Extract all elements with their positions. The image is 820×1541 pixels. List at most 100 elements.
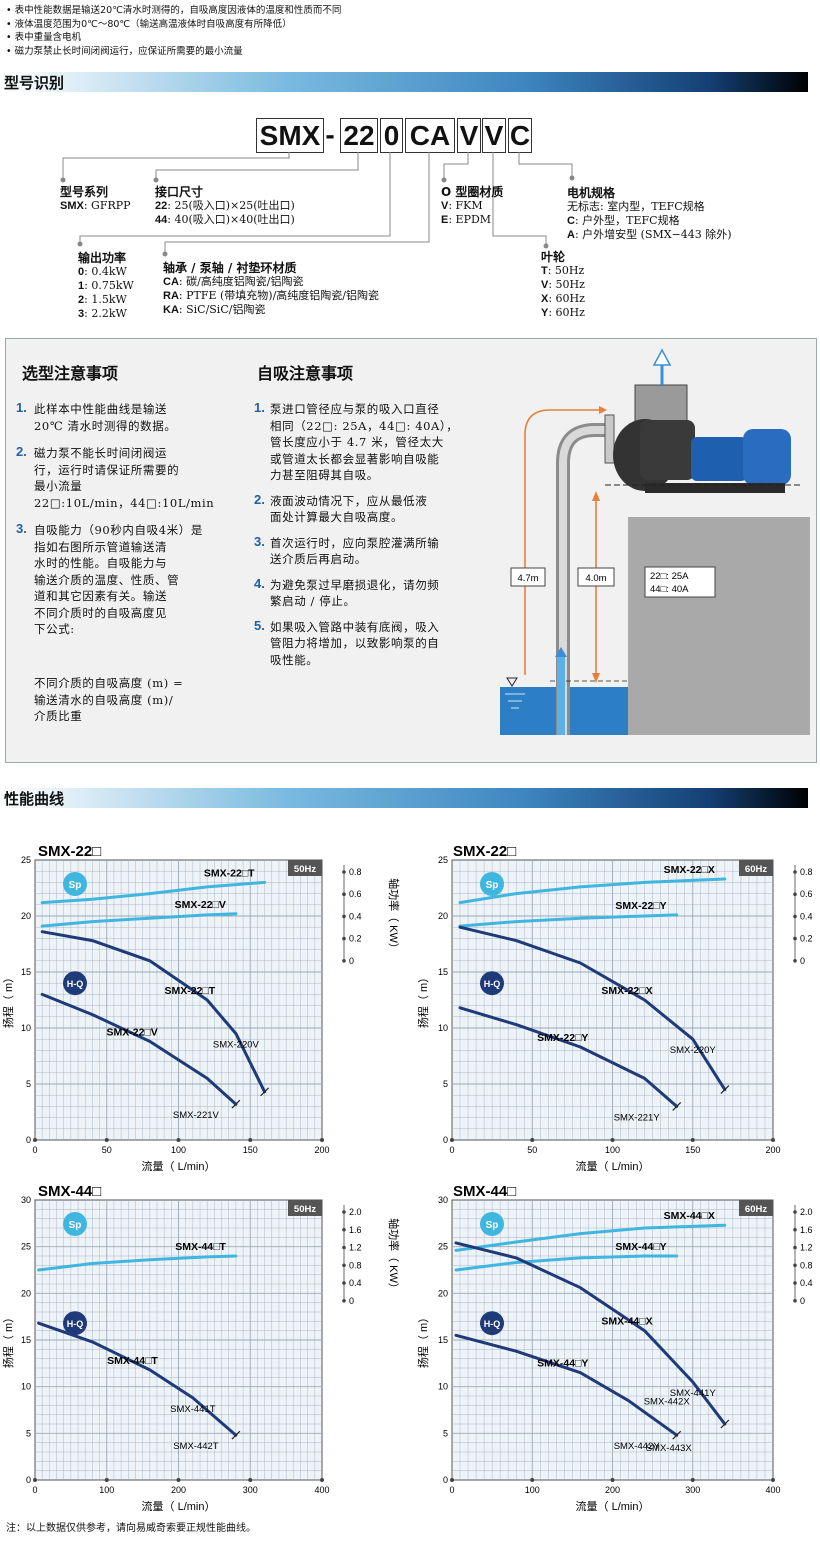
y-tick-label: 15 [438, 967, 448, 977]
water-level-icon [505, 677, 525, 709]
caution-line: 道和其它因素有关。输送 [34, 589, 168, 603]
x-axis-label: 流量（ L/min） [142, 1499, 216, 1513]
curve-annotation: SMX-443X [646, 1443, 693, 1454]
end-tick [720, 1085, 730, 1095]
y2-tick-label: 0 [349, 956, 354, 966]
series-line [458, 1006, 679, 1108]
caution-line: 20℃ 清水时测得的数据。 [34, 418, 177, 433]
y2-tick-label: 2.0 [800, 1207, 813, 1217]
selfpriming-title: 自吸注意事项 [257, 364, 354, 383]
x-tick [33, 1138, 37, 1142]
y-tick-label: 15 [438, 1335, 448, 1345]
y-tick-label: 20 [21, 911, 31, 921]
freq-label: 60Hz [745, 864, 767, 875]
x-tick-label: 300 [243, 1485, 258, 1495]
x-axis-label: 流量（ L/min） [576, 1499, 650, 1513]
label-title: 叶轮 [541, 250, 566, 264]
hq-badge [63, 971, 87, 996]
caution-line: 送介质后再启动。 [270, 552, 367, 566]
y2-tick-label: 1.6 [349, 1225, 362, 1235]
label-title: 电机规格 [567, 186, 616, 200]
y-axis-label: 扬程（ m） [1, 972, 15, 1028]
y2-tick [342, 1227, 346, 1232]
x-tick [771, 1138, 775, 1142]
chart-title: SMX-22□ [453, 843, 516, 860]
x-tick [320, 1138, 324, 1142]
y2-tick [793, 1245, 797, 1250]
x-tick-label: 200 [765, 1145, 780, 1155]
end-tick [260, 1087, 270, 1097]
caution-line: 输送介质的温度、性质、管 [34, 572, 180, 587]
series-label: SMX-22□V [175, 899, 226, 911]
y2-tick-label: 0.4 [800, 911, 813, 921]
series-label: SMX-44□Y [615, 1241, 666, 1253]
x-tick-label: 50 [527, 1145, 537, 1155]
y2-tick [342, 870, 346, 874]
sp-badge [480, 1212, 504, 1236]
x-tick [690, 1478, 695, 1482]
selection-formula: 不同介质的自吸高度 (m) = 输送清水的自吸高度 (m)/ 介质比重 [34, 675, 183, 725]
freq-badge [739, 1200, 773, 1216]
x-tick-label: 200 [314, 1145, 329, 1155]
y2-tick-label: 0.4 [349, 911, 362, 921]
hq-badge [480, 971, 504, 996]
label-title: 型号系列 [60, 185, 109, 199]
item-number: 3. [16, 521, 27, 536]
y-tick-label: 10 [438, 1382, 448, 1392]
label-motor: 电机规格 无标志: 室内型，TEFC规格 C: 户外型，TEFC规格 A: 户外… [567, 186, 732, 241]
y-tick-label: 0 [443, 1475, 448, 1485]
model-part-impeller: V [482, 118, 506, 153]
y2-tick-label: 2.0 [349, 1207, 362, 1217]
y-tick-label: 30 [21, 1195, 31, 1205]
item-number: 1. [254, 400, 265, 415]
caution-line: 为避免泵过早磨损退化，请勿频 [270, 577, 440, 592]
caution-line: 首次运行时，应向泵腔灌满所输 [270, 535, 440, 550]
caution-line: 或管道太长都会显著影响自吸能 [270, 451, 440, 466]
pipe-length-label: 4.7m [517, 573, 538, 584]
size-label: 22□: 25A [650, 571, 689, 582]
series-label: SMX-22□V [107, 1026, 158, 1038]
chart-title: SMX-44□ [453, 1183, 516, 1200]
caution-item: 液面波动情况下，应从最低液面处计算最大自吸高度。 [270, 493, 427, 526]
note-line: • 表中性能数据是输送20℃清水时测得的，自吸高度因液体的温度和性质而不同 [6, 5, 342, 16]
series-line [458, 913, 679, 928]
end-tick [231, 1099, 241, 1109]
y-tick-label: 5 [26, 1428, 31, 1438]
caution-item: 此样本中性能曲线是输送 20℃ 清水时测得的数据。 [34, 401, 176, 434]
y-tick-label: 5 [443, 1428, 448, 1438]
x-tick [176, 1138, 181, 1142]
y-tick-label: 0 [26, 1135, 31, 1145]
y-axis-label: 扬程（ m） [416, 972, 430, 1028]
section-title-curves: 性能曲线 [4, 790, 65, 808]
freq-badge [739, 860, 773, 876]
y2-tick [342, 892, 346, 896]
x-axis-label: 流量（ L/min） [576, 1159, 650, 1173]
x-tick [176, 1478, 181, 1482]
x-tick [33, 1478, 37, 1482]
caution-item: 为避免泵过早磨损退化，请勿频繁启动 / 停止。 [270, 577, 439, 610]
label-title: 输出功率 [78, 251, 127, 265]
y-tick-label: 25 [438, 855, 448, 865]
x-tick-label: 300 [685, 1485, 700, 1495]
x-tick-label: 200 [605, 1485, 620, 1495]
y2-tick-label: 0.4 [800, 1278, 813, 1288]
label-title: 接口尺寸 [155, 185, 204, 199]
sp-badge-label: Sp [486, 880, 499, 891]
x-axis-label: 流量（ L/min） [142, 1159, 216, 1173]
freq-label: 50Hz [294, 864, 316, 875]
series-label: SMX-44□T [107, 1355, 158, 1367]
curve-annotation: SMX-442Y [614, 1441, 661, 1452]
x-tick [248, 1138, 253, 1142]
y-tick-label: 10 [21, 1023, 31, 1033]
y-tick-label: 30 [438, 1195, 448, 1205]
caution-line: 管长度应小于 4.7 米，管径太大 [270, 435, 444, 449]
y2-tick [342, 1263, 346, 1268]
caution-line: 22□:10L/min，44□:10L/min [34, 495, 215, 510]
hq-badge [480, 1311, 504, 1336]
caution-line: 此样本中性能曲线是输送 [34, 402, 168, 416]
caution-line: 最小流量 [34, 479, 83, 493]
series-line [454, 1254, 679, 1272]
y2-tick [342, 959, 346, 963]
y2-tick-label: 1.2 [349, 1243, 362, 1253]
